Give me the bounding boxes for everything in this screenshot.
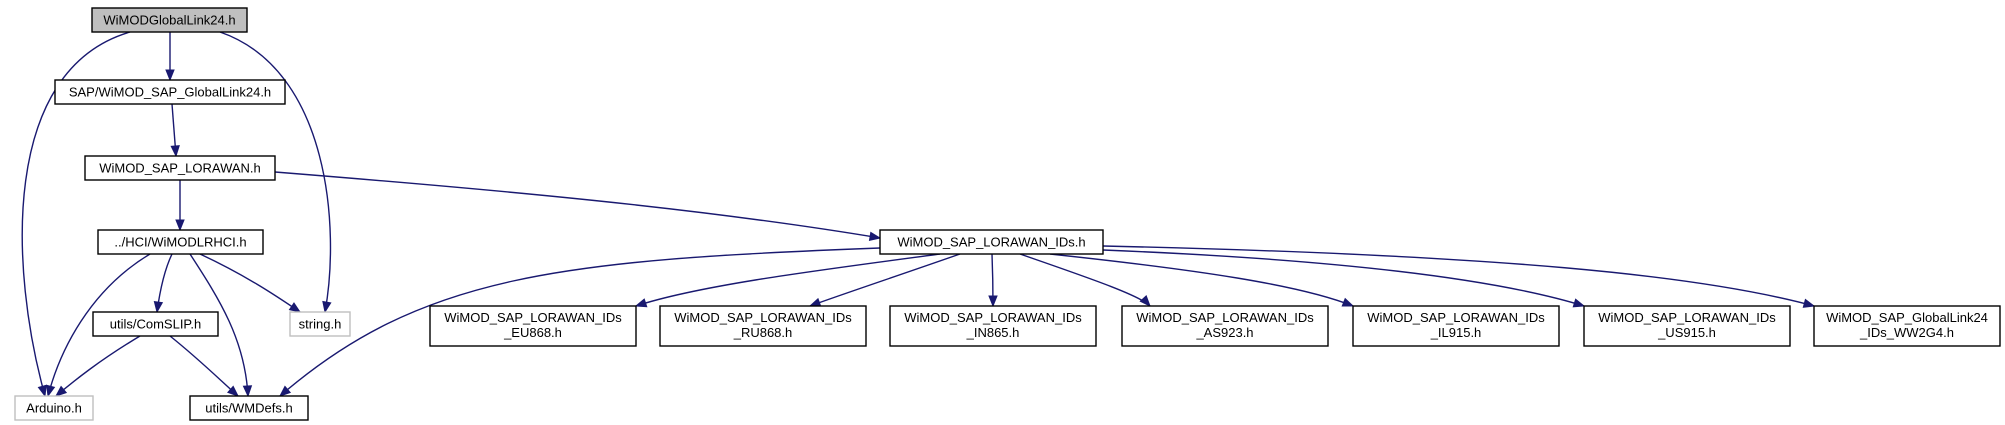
arrowhead xyxy=(1802,298,1816,308)
edge-comslip-to-wmdefs xyxy=(169,335,240,397)
arrowhead xyxy=(227,385,240,397)
arrowhead xyxy=(634,298,648,308)
node-label-line-2: _RU868.h xyxy=(733,325,793,340)
edges-layer xyxy=(21,31,1816,398)
node-label-line-1: WiMOD_SAP_LORAWAN_IDs xyxy=(444,310,622,325)
arrowhead xyxy=(278,385,292,397)
node-label-line-2: _IDs_WW2G4.h xyxy=(1859,325,1954,340)
node-utils-wmdefs-h[interactable]: utils/WMDefs.h xyxy=(189,395,309,421)
edge-lorawan_ids-to-ww2g4 xyxy=(1102,245,1816,308)
node-string-h[interactable]: string.h xyxy=(289,311,351,337)
node-label: utils/WMDefs.h xyxy=(205,401,292,416)
node-wimod-sap-lorawan-ids-il915-h[interactable]: WiMOD_SAP_LORAWAN_IDs _IL915.h xyxy=(1352,305,1560,347)
node-label-line-1: WiMOD_SAP_GlobalLink24 xyxy=(1826,310,1988,325)
node-label: ../HCI/WiMODLRHCI.h xyxy=(114,235,246,250)
edge-hci-to-arduino xyxy=(46,253,151,398)
edge-comslip-to-arduino xyxy=(54,335,141,397)
edge-sap_gl24-to-sap_lorawan xyxy=(170,103,180,158)
node-hci-wimodlrhci-h[interactable]: ../HCI/WiMODLRHCI.h xyxy=(97,229,264,255)
arrowhead xyxy=(242,385,253,398)
edge-root-to-arduino xyxy=(21,31,131,398)
edge-hci-to-comslip xyxy=(153,253,173,314)
node-arduino-h[interactable]: Arduino.h xyxy=(14,395,94,421)
arrowhead xyxy=(175,219,185,232)
edge-lorawan_ids-to-eu868 xyxy=(634,253,941,308)
node-label-line-1: WiMOD_SAP_LORAWAN_IDs xyxy=(1367,310,1545,325)
arrowhead xyxy=(322,300,332,314)
node-wimod-sap-lorawan-ids-as923-h[interactable]: WiMOD_SAP_LORAWAN_IDs _AS923.h xyxy=(1121,305,1329,347)
node-wimod-sap-lorawan-h[interactable]: WiMOD_SAP_LORAWAN.h xyxy=(84,155,276,181)
node-label-line-1: WiMOD_SAP_LORAWAN_IDs xyxy=(904,310,1082,325)
arrowhead xyxy=(165,69,175,82)
arrowhead xyxy=(46,384,56,398)
edge-root-to-sap_gl24 xyxy=(165,32,175,82)
arrowhead xyxy=(868,231,882,241)
node-wimod-sap-lorawan-ids-in865-h[interactable]: WiMOD_SAP_LORAWAN_IDs _IN865.h xyxy=(889,305,1097,347)
node-label-line-1: WiMOD_SAP_LORAWAN_IDs xyxy=(1136,310,1314,325)
arrowhead xyxy=(170,145,180,158)
arrowhead xyxy=(1341,297,1355,307)
node-label-line-1: WiMOD_SAP_LORAWAN_IDs xyxy=(674,310,852,325)
node-label: WiMODGlobalLink24.h xyxy=(103,13,235,28)
edge-sap_lorawan-to-lorawan_ids xyxy=(274,171,882,241)
edge-lorawan_ids-to-us915 xyxy=(1102,249,1586,308)
node-label: string.h xyxy=(299,317,342,332)
node-utils-comslip-h[interactable]: utils/ComSLIP.h xyxy=(92,311,219,337)
edge-lorawan_ids-to-wmdefs xyxy=(278,247,881,397)
node-label-line-2: _IL915.h xyxy=(1430,325,1482,340)
edge-lorawan_ids-to-in865 xyxy=(988,253,998,308)
edge-hci-to-string xyxy=(199,253,302,313)
node-label-line-2: _IN865.h xyxy=(966,325,1020,340)
node-label: utils/ComSLIP.h xyxy=(110,317,202,332)
node-wimod-sap-lorawan-ids-eu868-h[interactable]: WiMOD_SAP_LORAWAN_IDs _EU868.h xyxy=(429,305,637,347)
edge-hci-to-wmdefs xyxy=(189,253,253,398)
node-label-line-2: _US915.h xyxy=(1657,325,1716,340)
node-wimodgloballink24-h[interactable]: WiMODGlobalLink24.h xyxy=(91,7,248,33)
arrowhead xyxy=(153,300,164,314)
node-label: WiMOD_SAP_LORAWAN_IDs.h xyxy=(897,235,1085,250)
edge-sap_lorawan-to-hci xyxy=(175,180,185,232)
arrowhead xyxy=(988,295,998,308)
node-sap-wimod-sap-globallink24-h[interactable]: SAP/WiMOD_SAP_GlobalLink24.h xyxy=(54,79,286,105)
arrowhead xyxy=(37,384,47,398)
node-wimod-sap-lorawan-ids-ru868-h[interactable]: WiMOD_SAP_LORAWAN_IDs _RU868.h xyxy=(659,305,867,347)
arrowhead xyxy=(288,302,302,313)
node-label-line-2: _AS923.h xyxy=(1195,325,1253,340)
node-label-line-1: WiMOD_SAP_LORAWAN_IDs xyxy=(1598,310,1776,325)
node-wimod-sap-globallink24-ids-ww2g4-h[interactable]: WiMOD_SAP_GlobalLink24 _IDs_WW2G4.h xyxy=(1813,305,2001,347)
edge-root-to-string xyxy=(219,31,332,314)
edge-lorawan_ids-to-il915 xyxy=(1049,253,1355,307)
node-label-line-2: _EU868.h xyxy=(503,325,562,340)
arrowhead xyxy=(1139,295,1151,307)
arrowhead xyxy=(1572,298,1586,308)
edge-lorawan_ids-to-as923 xyxy=(1019,253,1151,307)
node-wimod-sap-lorawan-ids-us915-h[interactable]: WiMOD_SAP_LORAWAN_IDs _US915.h xyxy=(1583,305,1791,347)
arrowhead xyxy=(54,385,68,397)
node-label: WiMOD_SAP_LORAWAN.h xyxy=(99,161,261,176)
node-label: SAP/WiMOD_SAP_GlobalLink24.h xyxy=(69,85,271,100)
node-label: Arduino.h xyxy=(26,401,82,416)
arrowhead xyxy=(808,297,822,307)
node-wimod-sap-lorawan-ids-h[interactable]: WiMOD_SAP_LORAWAN_IDs.h xyxy=(879,229,1104,255)
